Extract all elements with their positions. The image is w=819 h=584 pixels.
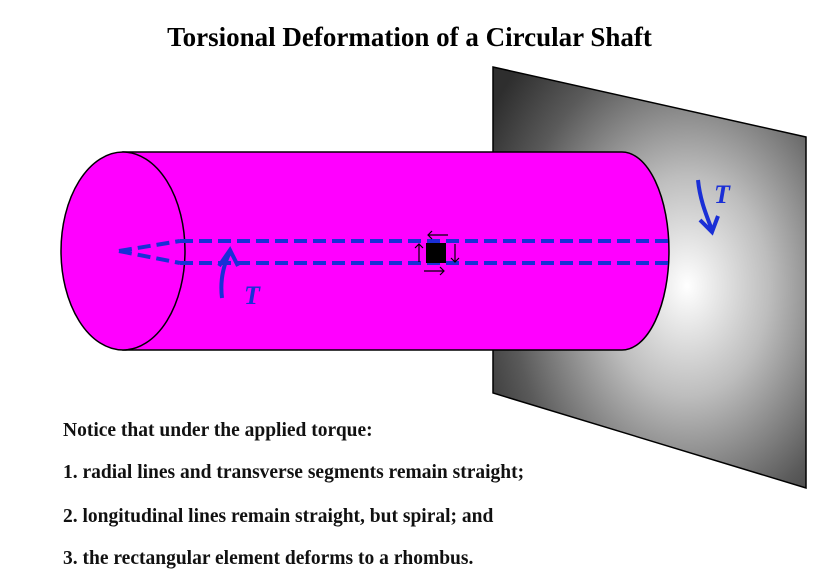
- torque-label-left: T: [244, 281, 261, 310]
- up-arrow-icon: [414, 243, 424, 262]
- page-title: Torsional Deformation of a Circular Shaf…: [167, 22, 652, 52]
- torque-arrow-right: [696, 179, 720, 236]
- torque-label-right: T: [714, 180, 731, 209]
- longitudinal-lines: [118, 239, 668, 265]
- right-arrow-icon: [424, 266, 445, 276]
- rectangular-element: [426, 243, 446, 263]
- notes-item-1: 1. radial lines and transverse segments …: [63, 462, 525, 483]
- down-arrow-icon: [450, 244, 460, 263]
- notes-intro: Notice that under the applied torque:: [63, 420, 373, 441]
- notes-item-2: 2. longitudinal lines remain straight, b…: [63, 506, 494, 527]
- notes-item-3: 3. the rectangular element deforms to a …: [63, 548, 474, 569]
- torque-arrow-left: [217, 246, 240, 299]
- left-arrow-icon: [427, 230, 448, 240]
- shaft-body: [122, 151, 670, 351]
